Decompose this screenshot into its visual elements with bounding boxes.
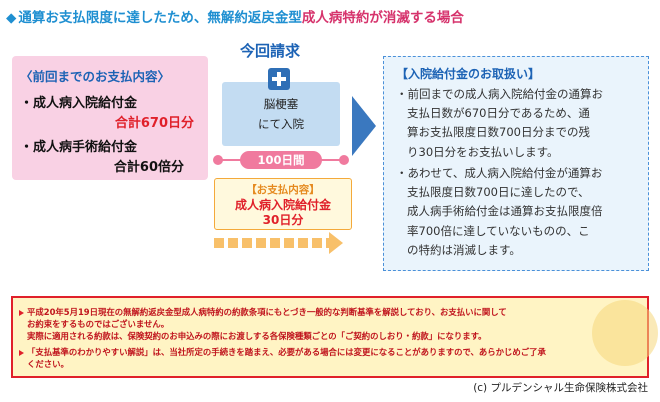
previous-item-label: ・成人病手術給付金 — [20, 140, 138, 155]
handling-paragraph: ・あわせて、成人病入院給付金が通算お 支払限度日数700日に達したので、 成人病… — [396, 164, 644, 260]
notice-bullet-icon — [19, 350, 24, 356]
title-part-2: 成人病特約が消滅する場合 — [301, 10, 464, 26]
title-part-1: 通算お支払限度に達したため、無解約返戻金型 — [18, 10, 302, 26]
condition-line-2: にて入院 — [258, 117, 304, 131]
previous-item-value: 合計670日分 — [114, 116, 194, 131]
condition-box: 脳梗塞 にて入院 — [222, 82, 340, 146]
handling-heading: 【入院給付金のお取扱い】 — [396, 67, 541, 81]
payment-line-1: 成人病入院給付金 — [234, 198, 331, 212]
payment-line-2: 30日分 — [262, 213, 304, 227]
handling-line: 算お支払限度日数700日分までの残 — [407, 125, 590, 140]
previous-item-value: 合計60倍分 — [113, 160, 184, 175]
dashed-arrow-line — [214, 238, 329, 248]
notice-bullet-icon — [19, 310, 24, 316]
timeline-dot — [339, 155, 349, 165]
handling-line: の特約は消滅します。 — [407, 242, 521, 257]
page-title: ◆通算お支払限度に達したため、無解約返戻金型成人病特約が消滅する場合 — [6, 6, 464, 26]
notice-line: 「支払基準のわかりやすい解説」は、当社所定の手続きを踏まえ、必要がある場合には変… — [27, 347, 546, 357]
payment-heading: 【お支払内容】 — [246, 184, 320, 196]
notice-line: 平成20年5月19日現在の無解約返戻金型成人病特約の約款条項にもとづき一般的な判… — [27, 307, 507, 317]
dashed-arrow-head-icon — [329, 232, 343, 254]
notice-line: お約束をするものではございません。 — [27, 319, 170, 329]
copyright: (c) プルデンシャル生命保険株式会社 — [473, 382, 648, 394]
handling-line: 成人病手術給付金は通算お支払限度倍 — [407, 204, 603, 219]
disclaimer-notice: 平成20年5月19日現在の無解約返戻金型成人病特約の約款条項にもとづき一般的な判… — [11, 296, 649, 378]
right-arrow-icon — [352, 96, 376, 156]
previous-payments-heading: 〈前回までのお支払内容〉 — [20, 69, 171, 84]
current-claim-label: 今回請求 — [240, 42, 301, 60]
notice-line: 実際に適用される約款は、保険契約のお申込みの際にお渡しする各保険種類ごとの「ご契… — [27, 331, 487, 341]
previous-payments-box: 〈前回までのお支払内容〉 ・成人病入院給付金 合計670日分 ・成人病手術給付金… — [12, 56, 208, 180]
timeline-dot — [213, 155, 223, 165]
notice-line: ください。 — [27, 359, 69, 369]
handling-line: 率700倍に達していないものの、こ — [407, 223, 590, 238]
previous-item-label: ・成人病入院給付金 — [20, 96, 138, 111]
payment-content-box: 【お支払内容】 成人病入院給付金 30日分 — [214, 178, 352, 230]
hospital-days-pill: 100日間 — [240, 151, 322, 169]
handling-line: ・あわせて、成人病入院給付金が通算お — [396, 166, 603, 180]
handling-line: 支払限度日数700日に達したので、 — [407, 185, 590, 200]
hospital-cross-icon — [268, 68, 290, 90]
handling-box: 【入院給付金のお取扱い】 ・前回までの成人病入院給付金の通算お 支払日数が670… — [383, 56, 649, 271]
company-seal-watermark — [592, 300, 658, 366]
handling-line: ・前回までの成人病入院給付金の通算お — [396, 87, 603, 101]
diamond-bullet-icon: ◆ — [6, 10, 17, 26]
handling-line: り30日分をお支払いします。 — [407, 144, 559, 159]
handling-paragraph: ・前回までの成人病入院給付金の通算お 支払日数が670日分であるため、通 算お支… — [396, 85, 644, 162]
condition-line-1: 脳梗塞 — [263, 97, 299, 111]
handling-line: 支払日数が670日分であるため、通 — [407, 106, 590, 121]
